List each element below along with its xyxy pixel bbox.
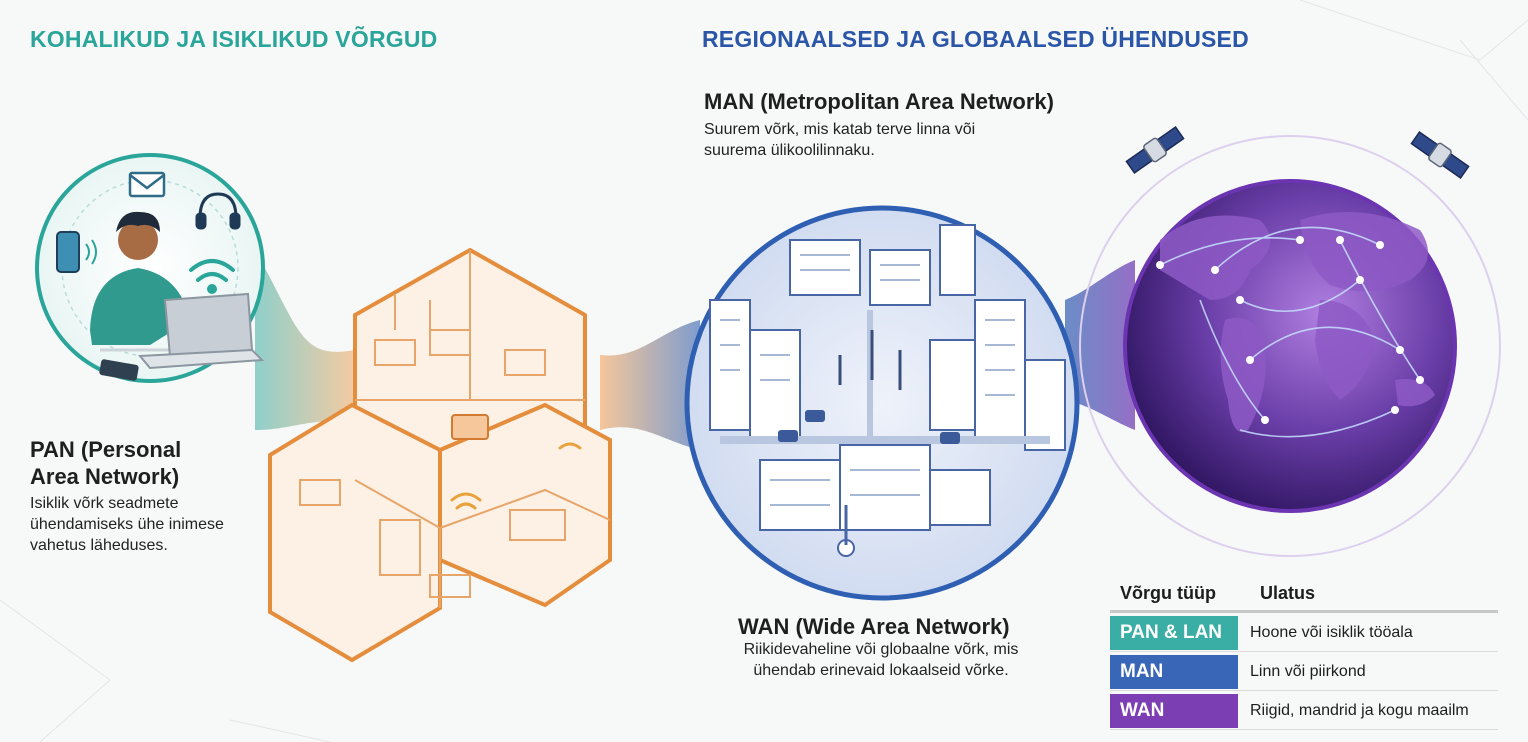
legend-row: MAN Linn või piirkond	[1110, 654, 1498, 691]
legend-type-badge: PAN & LAN	[1110, 616, 1238, 650]
section-header-global: REGIONAALSED JA GLOBAALSED ÜHENDUSED	[702, 26, 1249, 52]
lan-man-link	[600, 320, 700, 450]
legend-header-scope: Ulatus	[1260, 582, 1316, 603]
wan-title: WAN (Wide Area Network)	[738, 614, 1010, 639]
wan-description: Riikidevaheline või globaalne võrk, mis …	[743, 641, 1019, 679]
envelope-icon	[128, 171, 166, 198]
pan-description: Isiklik võrk seadmete ühendamiseks ühe i…	[30, 495, 224, 554]
wifi-icon	[189, 259, 235, 294]
legend-scope: Riigid, mandrid ja kogu maailm	[1250, 702, 1469, 719]
legend-scope: Linn või piirkond	[1250, 663, 1366, 680]
man-city-circle	[684, 205, 1080, 601]
man-wan-link	[1065, 260, 1135, 430]
legend-scope: Hoone või isiklik tööala	[1250, 624, 1413, 641]
satellite-icon	[1410, 131, 1470, 179]
legend-divider	[1110, 610, 1498, 613]
pan-circle	[35, 153, 265, 383]
legend-row: WAN Riigid, mandrid ja kogu maailm	[1110, 693, 1498, 730]
legend-type-badge: WAN	[1110, 694, 1238, 728]
legend-type-badge: MAN	[1110, 655, 1238, 689]
man-title: MAN (Metropolitan Area Network)	[704, 89, 1054, 114]
man-description: Suurem võrk, mis katab terve linna või s…	[704, 121, 976, 159]
pan-title: PAN (Personal Area Network)	[30, 437, 182, 489]
section-header-local: KOHALIKUD JA ISIKLIKUD VÕRGUD	[30, 26, 438, 52]
legend-header: Võrgu tüüp Ulatus	[1110, 578, 1498, 608]
lan-building	[268, 247, 612, 663]
legend-header-type: Võrgu tüüp	[1120, 582, 1216, 603]
headphones-icon	[195, 192, 241, 230]
satellite-icon	[1125, 126, 1185, 174]
legend-row: PAN & LAN Hoone või isiklik tööala	[1110, 615, 1498, 652]
network-type-legend: Võrgu tüüp Ulatus PAN & LAN Hoone või is…	[1110, 578, 1498, 730]
pan-lan-link	[255, 250, 355, 430]
smartphone-icon	[56, 231, 97, 273]
globe-icon	[1079, 135, 1501, 557]
